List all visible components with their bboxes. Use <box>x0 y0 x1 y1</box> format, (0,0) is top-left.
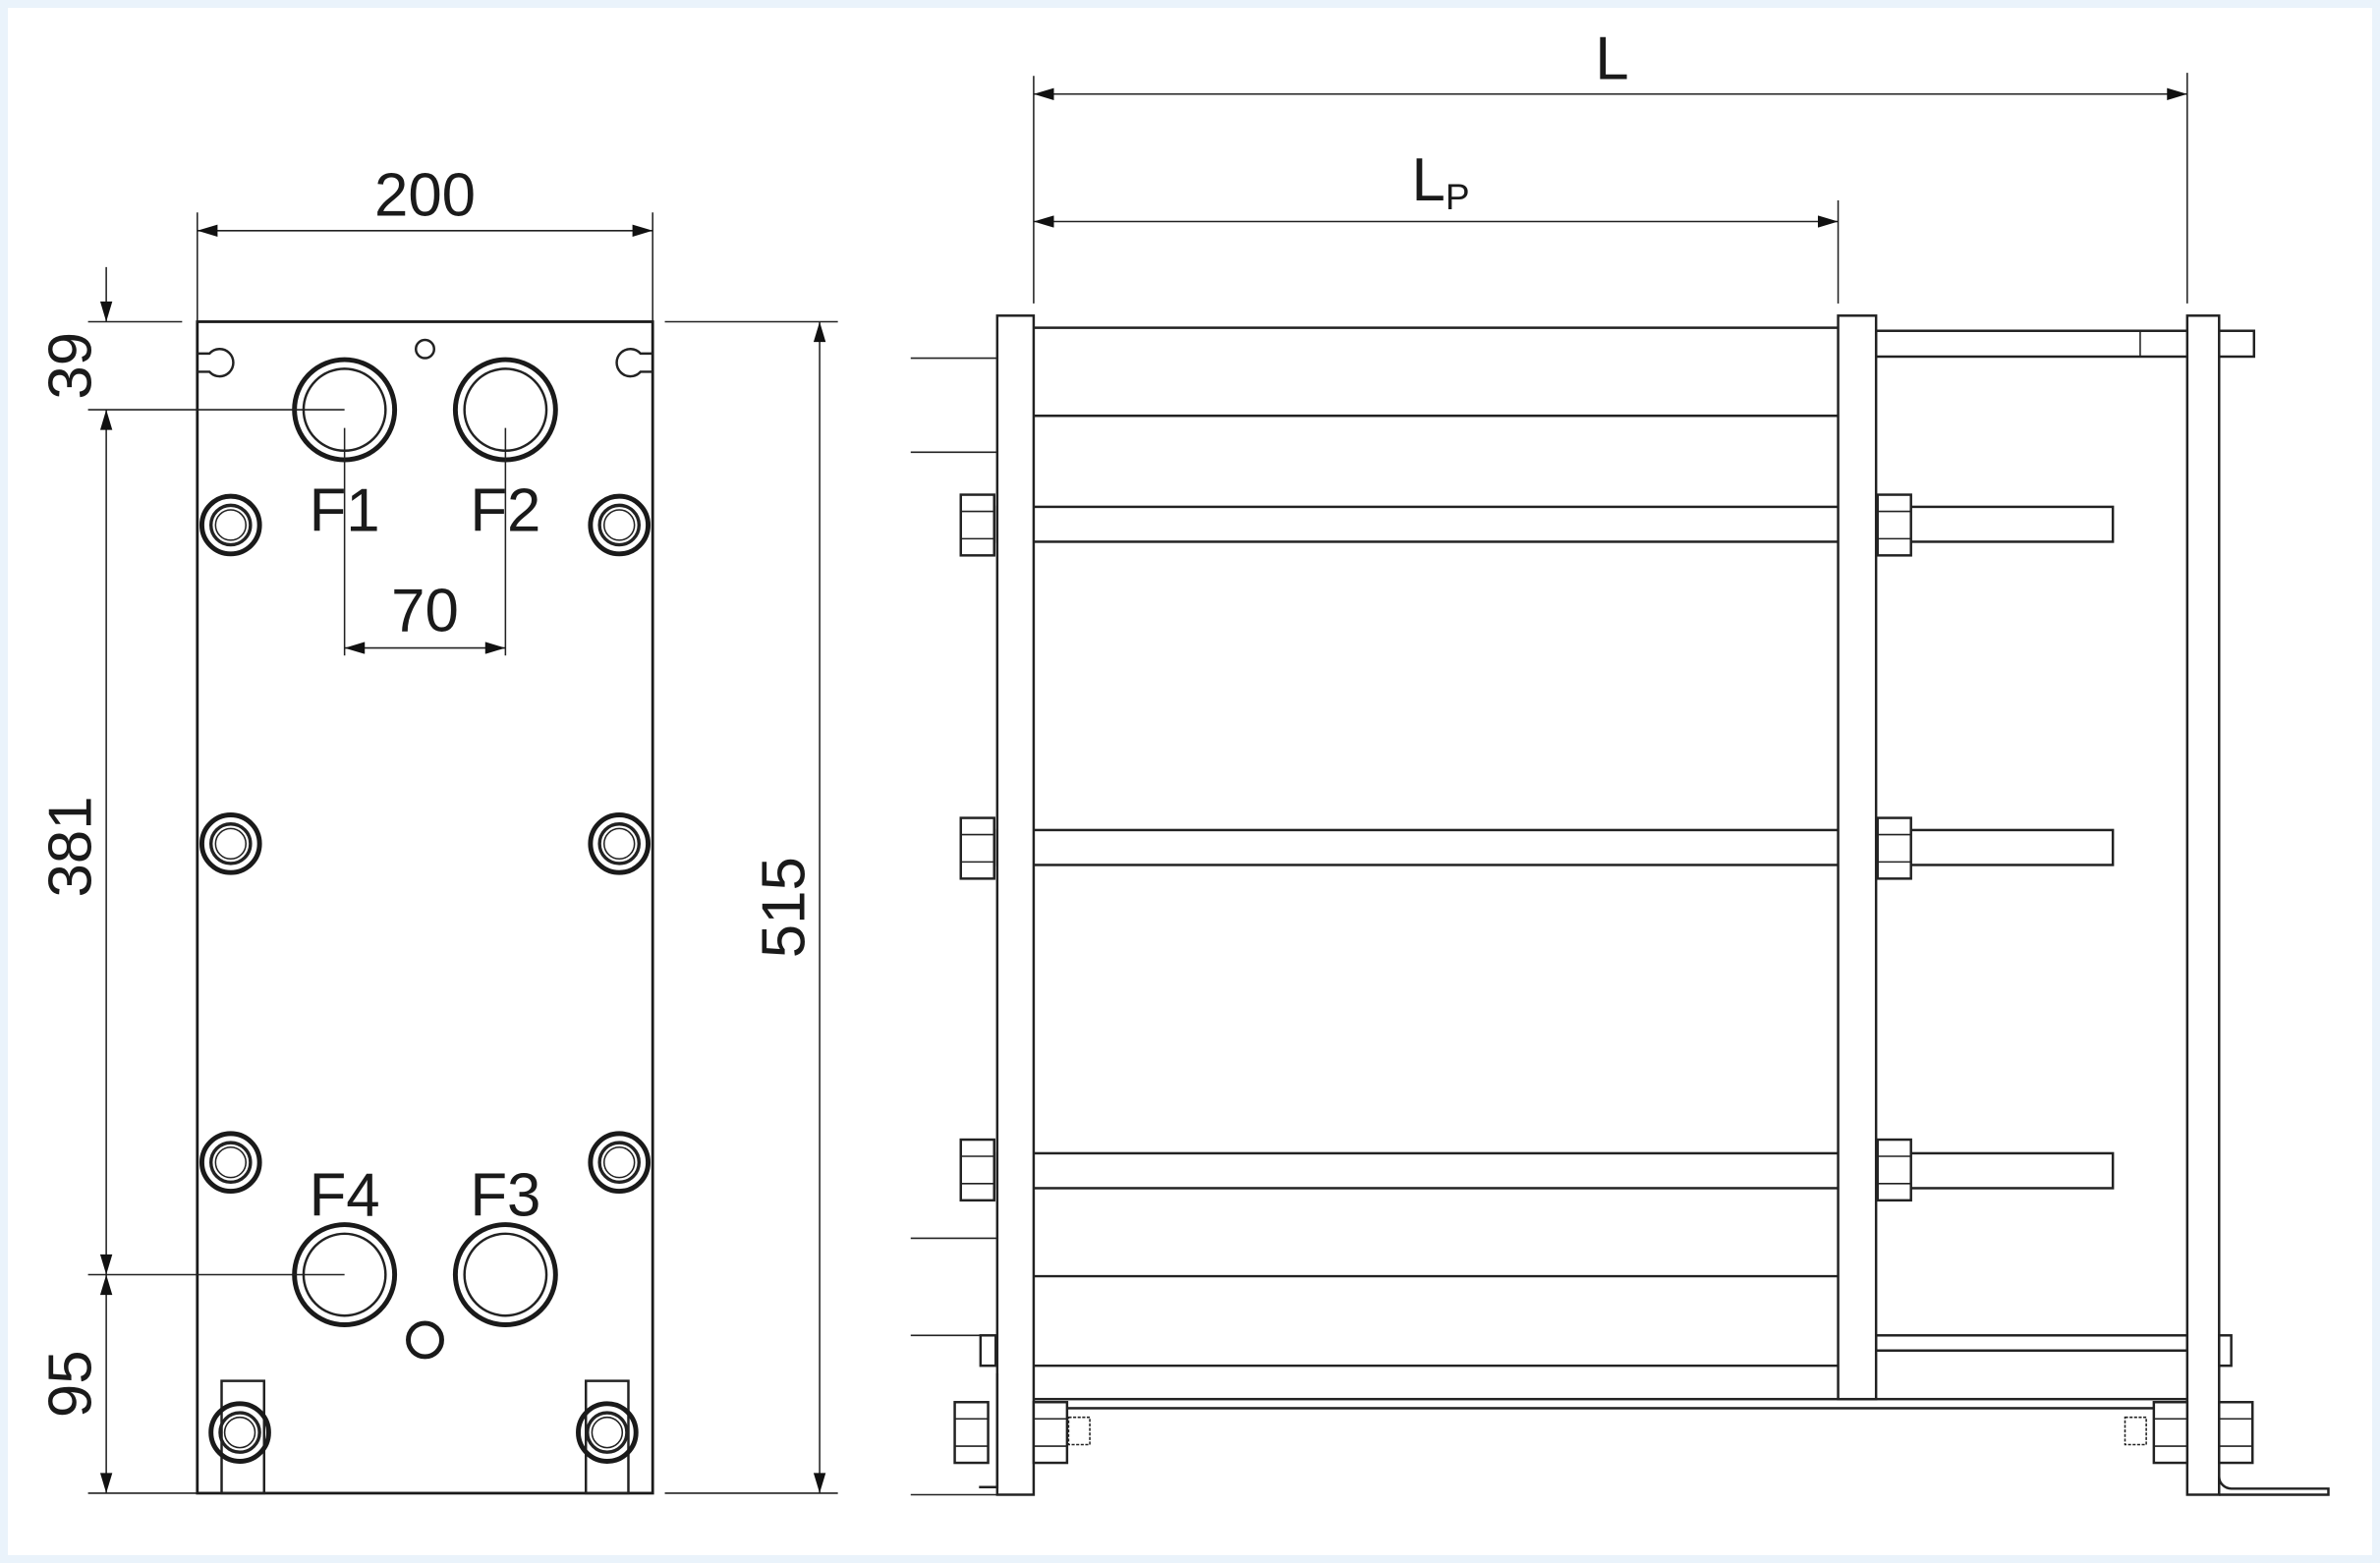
port-vertical-spacing: 381 <box>37 796 105 897</box>
port-label-f2: F2 <box>470 477 540 545</box>
port-horizontal-spacing: 70 <box>391 578 459 645</box>
hanger-slot-right <box>615 348 653 378</box>
bottom-feet <box>211 1379 637 1495</box>
tie-bolt-1 <box>995 505 2115 543</box>
support-column <box>2185 314 2221 1496</box>
port-label-f1: F1 <box>310 477 380 545</box>
top-offset-dimension: 39 <box>37 332 105 400</box>
height-dimension: 515 <box>751 857 819 958</box>
nuts <box>953 493 2254 1465</box>
bottom-guide-bar <box>1874 1334 2189 1352</box>
bottom-offset-dimension: 95 <box>37 1350 105 1418</box>
hanger-slot-left <box>197 348 235 378</box>
pack-length-label: LP <box>1412 146 1470 217</box>
front-view-plate <box>87 320 654 1495</box>
frame-plate <box>995 314 1036 1496</box>
small-hole-top <box>414 338 436 360</box>
pressure-plate <box>1837 314 1878 1401</box>
tie-bolt-2 <box>995 828 2115 866</box>
port-f3 <box>452 1222 558 1327</box>
front-dimensions <box>87 212 838 1494</box>
port-label-f3: F3 <box>470 1161 540 1229</box>
width-dimension: 200 <box>374 161 476 229</box>
side-view <box>910 73 2330 1496</box>
total-length-label: L <box>1595 25 1628 92</box>
tie-bolt-3 <box>995 1151 2115 1190</box>
small-hole-bottom <box>406 1320 444 1360</box>
port-label-f4: F4 <box>310 1161 380 1229</box>
